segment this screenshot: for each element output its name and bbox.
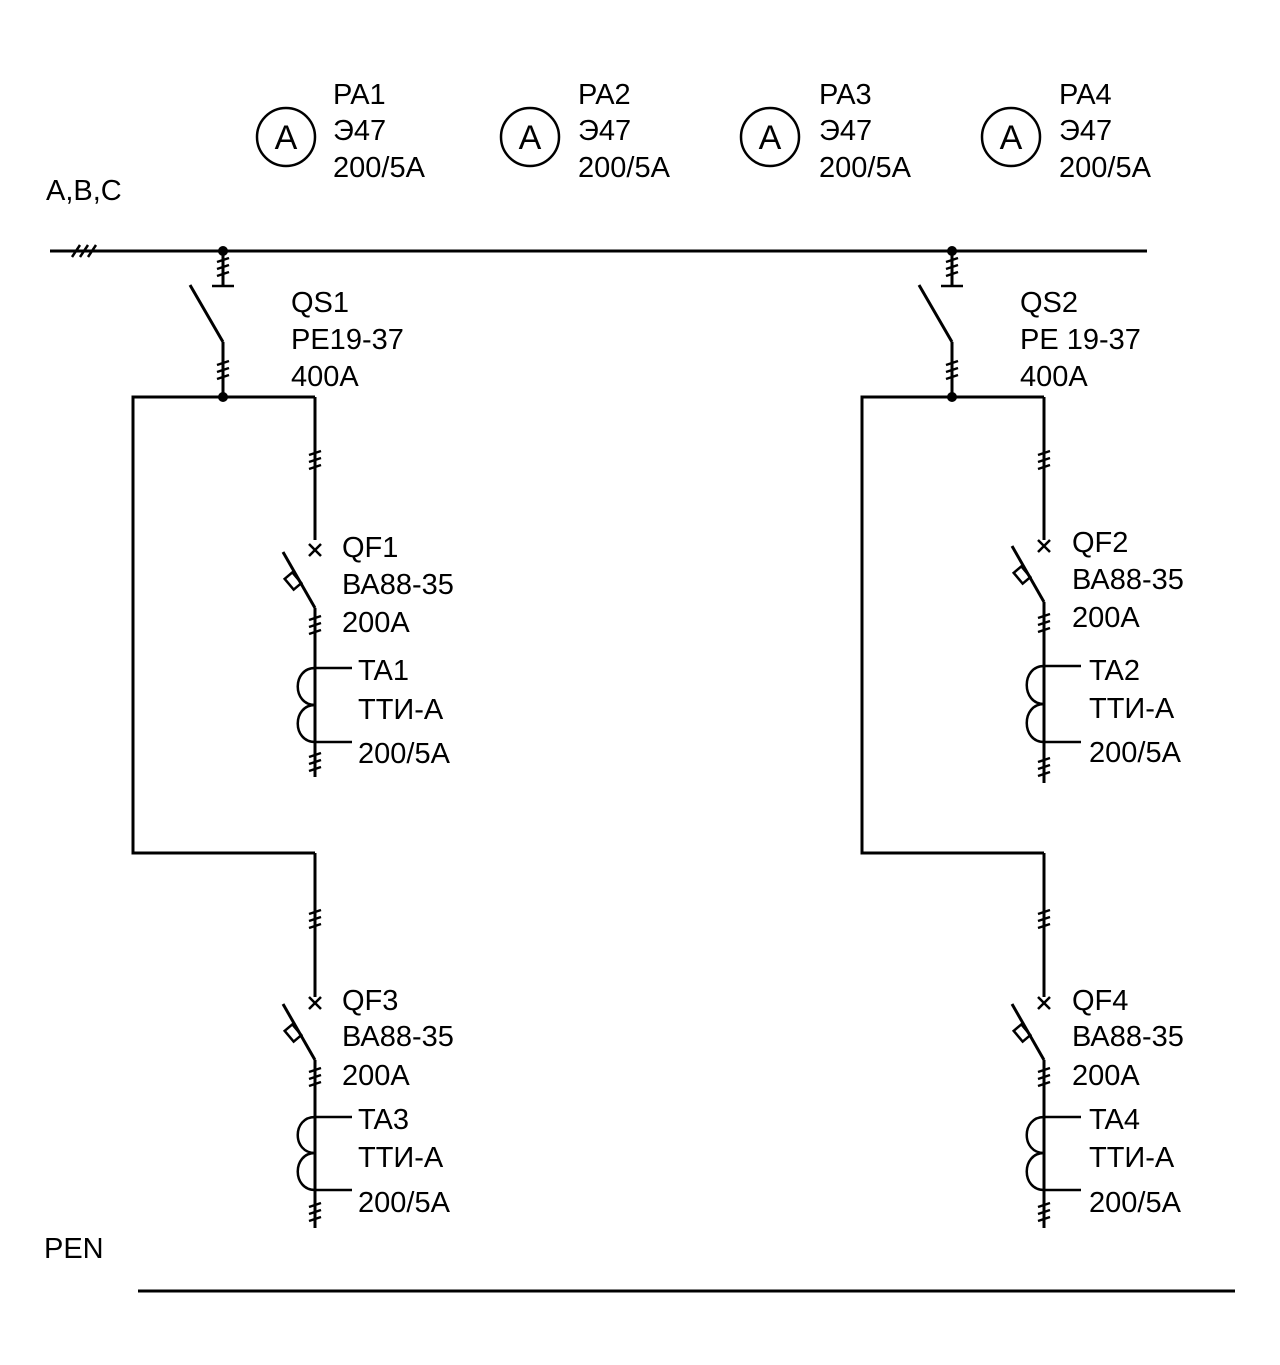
breaker-id: QF3	[342, 985, 398, 1017]
meter-type: Э47	[578, 115, 631, 147]
current-transformer-ta4-icon	[1025, 1115, 1081, 1192]
disconnector-rating: 400А	[1020, 361, 1088, 393]
meter-id: PA1	[333, 79, 386, 111]
phase-bus	[50, 244, 1147, 258]
transformer-type: ТТИ-А	[358, 1142, 444, 1174]
disconnector-qs1-blade	[188, 284, 225, 343]
ammeter-pa3: A PA3 Э47 200/5А	[739, 79, 912, 184]
breaker-rating: 200А	[1072, 1060, 1140, 1092]
ammeter-symbol: A	[275, 119, 298, 157]
breaker-type: ВА88-35	[342, 569, 454, 601]
meter-rating: 200/5А	[819, 152, 912, 184]
disconnector-type: РЕ19-37	[291, 324, 404, 356]
transformer-rating: 200/5А	[358, 1187, 451, 1219]
breaker-type: ВА88-35	[1072, 564, 1184, 596]
transformer-type: ТТИ-А	[1089, 693, 1175, 725]
ammeter-icon	[499, 106, 561, 168]
transformer-rating: 200/5А	[358, 738, 451, 770]
breaker-id: QF2	[1072, 527, 1128, 559]
ammeter-icon	[980, 106, 1042, 168]
ammeter-symbol: A	[1000, 119, 1023, 157]
meter-rating: 200/5А	[578, 152, 671, 184]
meter-type: Э47	[819, 115, 872, 147]
meter-rating: 200/5А	[333, 152, 426, 184]
disconnector-id: QS1	[291, 287, 349, 319]
breaker-rating: 200А	[1072, 602, 1140, 634]
breaker-type: ВА88-35	[1072, 1021, 1184, 1053]
current-transformer-ta1-icon	[296, 666, 352, 744]
transformer-rating: 200/5А	[1089, 737, 1182, 769]
ammeter-symbol: A	[759, 119, 782, 157]
meter-type: Э47	[1059, 115, 1112, 147]
disconnector-qs2-blade	[917, 284, 954, 343]
meter-id: PA4	[1059, 79, 1112, 111]
meter-rating: 200/5А	[1059, 152, 1152, 184]
ammeter-symbol: A	[519, 119, 542, 157]
ammeter-pa4: A PA4 Э47 200/5А	[980, 79, 1152, 184]
ammeter-pa1: A PA1 Э47 200/5А	[255, 79, 426, 184]
transformer-rating: 200/5А	[1089, 1187, 1182, 1219]
current-transformer-ta3-icon	[296, 1115, 352, 1192]
transformer-id: TA1	[358, 655, 409, 687]
transformer-id: TA4	[1089, 1104, 1140, 1136]
current-transformer-ta2-icon	[1025, 664, 1081, 744]
transformer-id: TA2	[1089, 655, 1140, 687]
transformer-type: ТТИ-А	[358, 694, 444, 726]
breaker-id: QF1	[342, 532, 398, 564]
breaker-rating: 200А	[342, 607, 410, 639]
disconnector-id: QS2	[1020, 287, 1078, 319]
pen-bus-label: PEN	[44, 1233, 104, 1265]
breaker-id: QF4	[1072, 985, 1128, 1017]
phase-bus-label: A,B,C	[46, 175, 122, 207]
feeder-left: QS1 РЕ19-37 400А QF1 ВА88-35 200А TA1 ТТ…	[131, 246, 454, 1228]
breaker-type: ВА88-35	[342, 1021, 454, 1053]
meter-type: Э47	[333, 115, 386, 147]
ammeter-pa2: A PA2 Э47 200/5А	[499, 79, 671, 184]
meter-id: PA2	[578, 79, 631, 111]
disconnector-type: РЕ 19-37	[1020, 324, 1141, 356]
transformer-type: ТТИ-А	[1089, 1142, 1175, 1174]
feeder-right: QS2 РЕ 19-37 400А QF2 ВА88-35 200А TA2 Т…	[860, 246, 1184, 1228]
ammeter-icon	[255, 106, 317, 168]
ammeter-icon	[739, 106, 801, 168]
meter-id: PA3	[819, 79, 872, 111]
disconnector-rating: 400А	[291, 361, 359, 393]
transformer-id: TA3	[358, 1104, 409, 1136]
breaker-rating: 200А	[342, 1060, 410, 1092]
